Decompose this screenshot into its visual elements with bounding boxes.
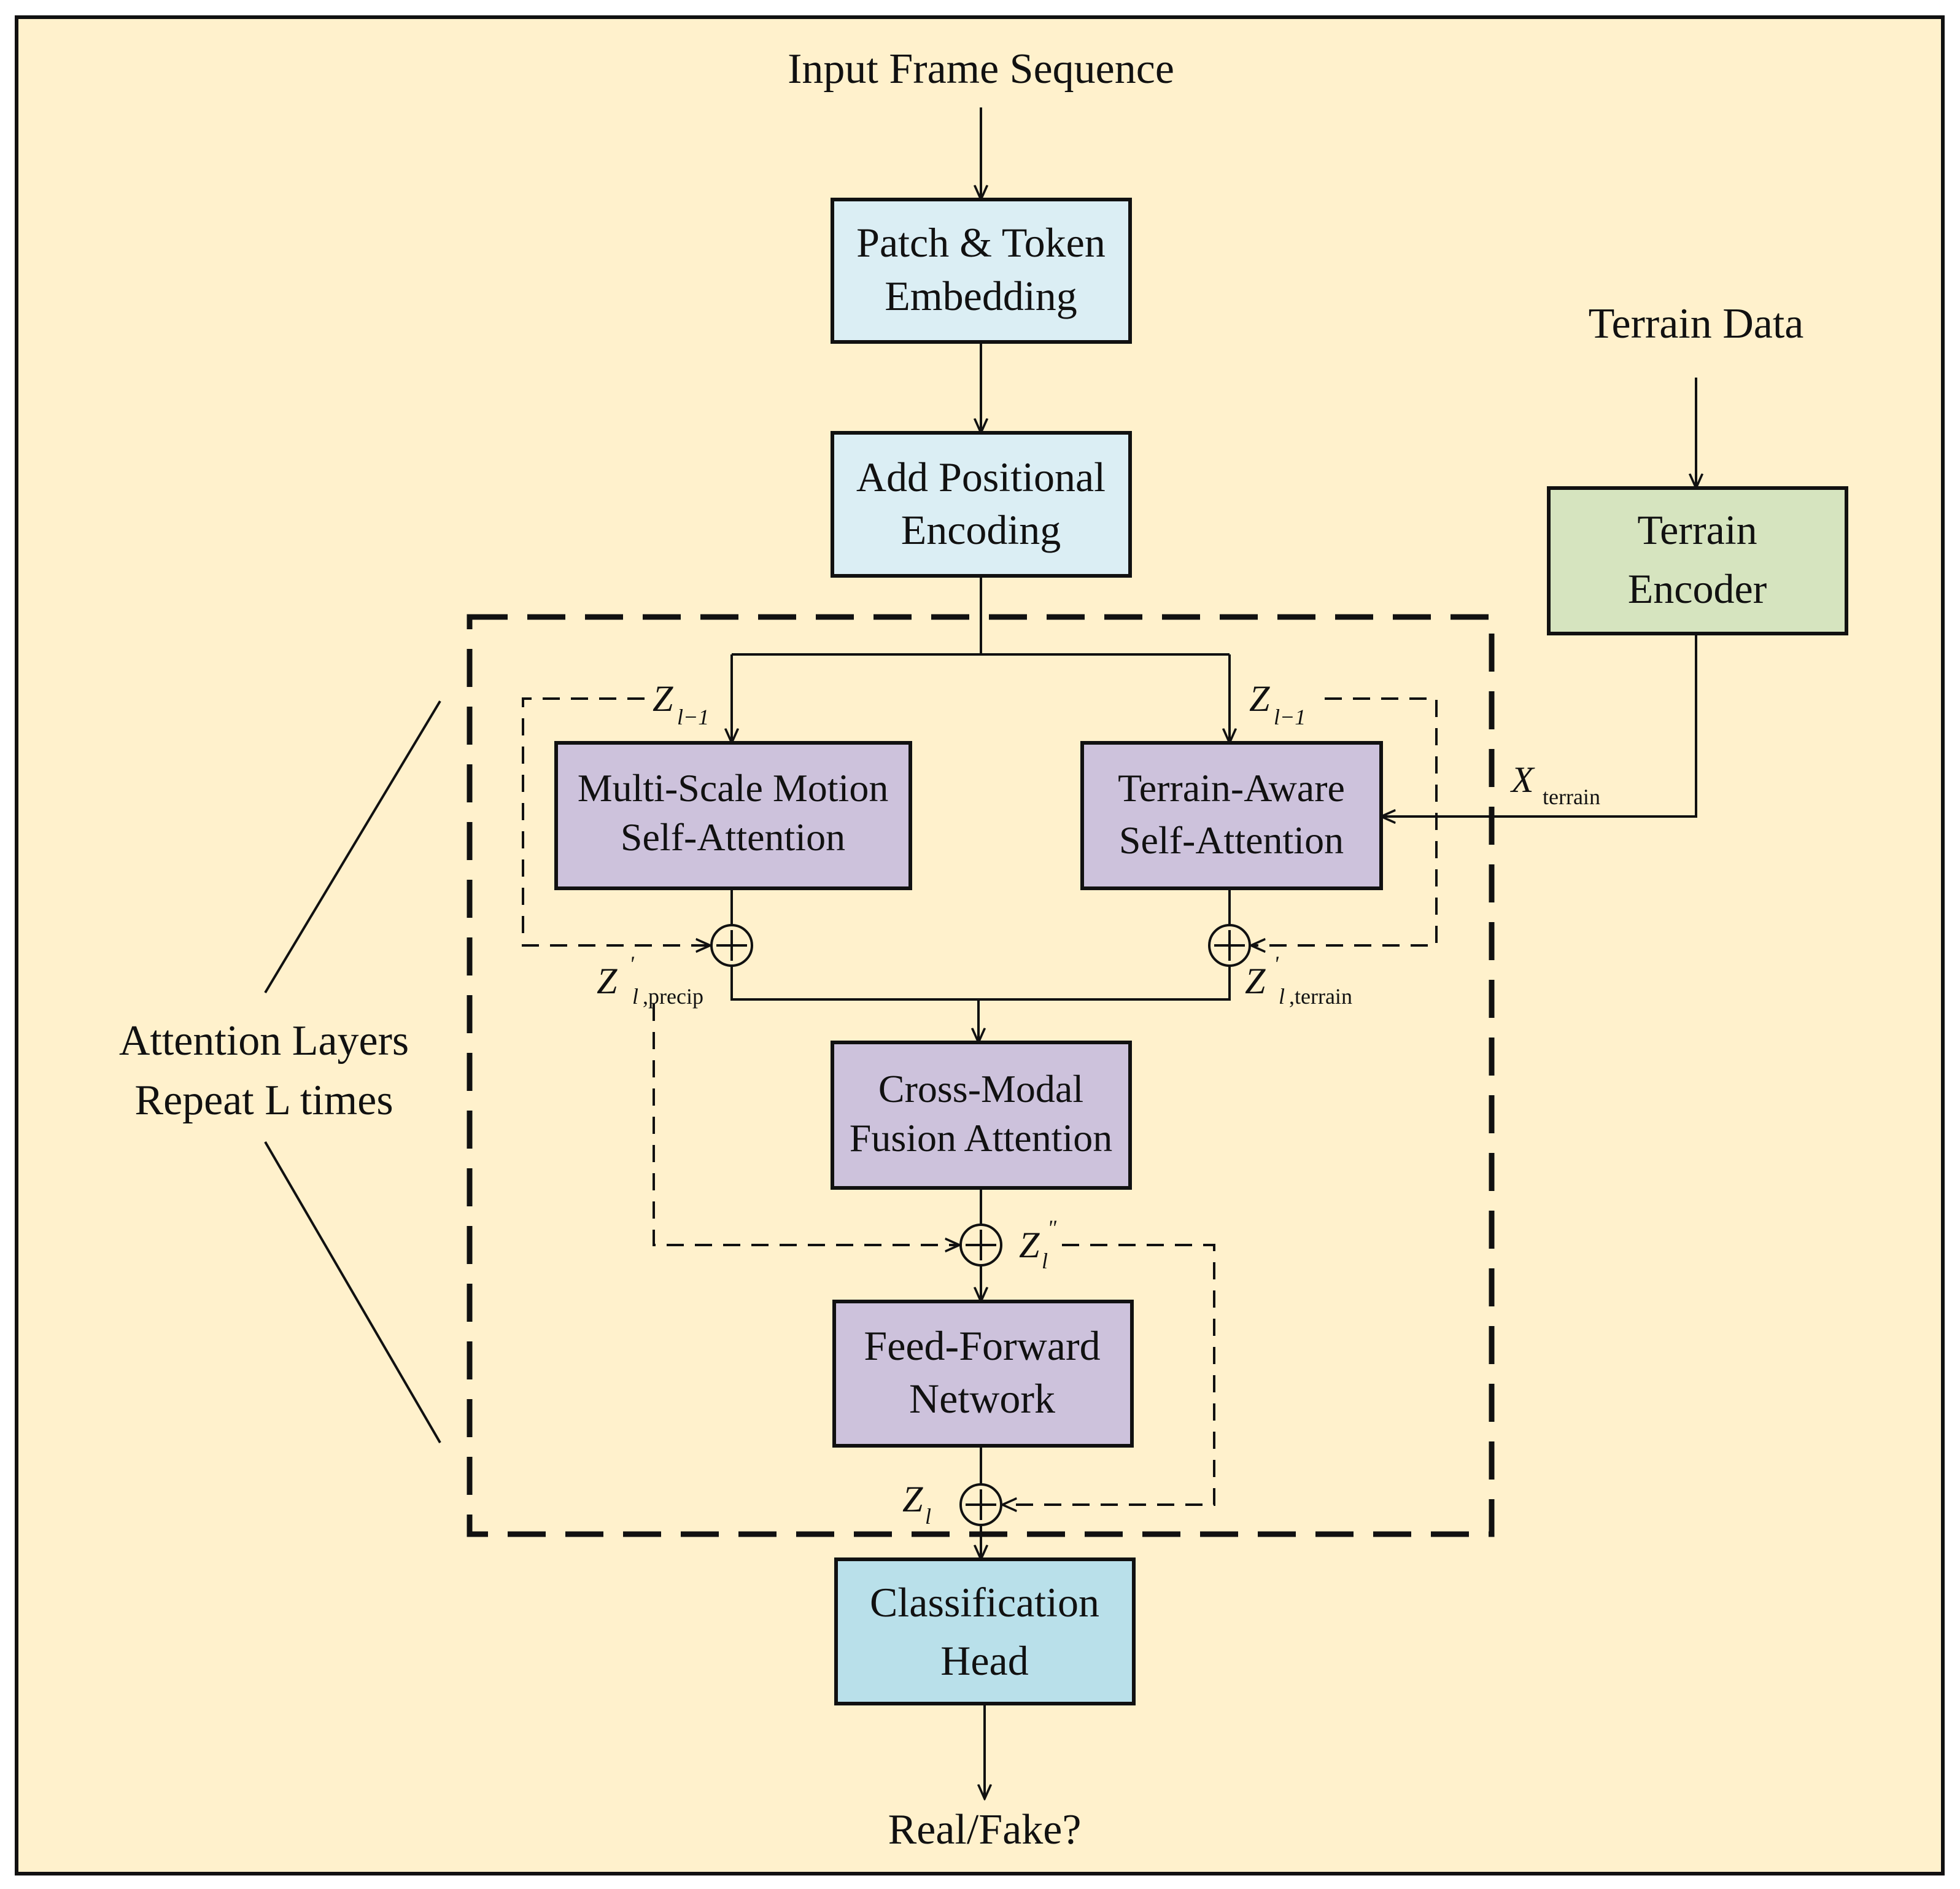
z-precip-label: Z ' l ,precip bbox=[597, 952, 703, 1009]
svg-text:l: l bbox=[632, 984, 638, 1009]
classification-head-box: Classification Head bbox=[834, 1557, 1136, 1705]
svg-text:l−1: l−1 bbox=[677, 705, 709, 729]
terrain-aware-attention-box: Terrain-Aware Self-Attention bbox=[1080, 741, 1383, 890]
ta-line-2: Self-Attention bbox=[1119, 818, 1344, 862]
z-prev-left-label: Z l−1 bbox=[653, 678, 709, 729]
terrain-data-label: Terrain Data bbox=[1589, 300, 1804, 347]
svg-text:X: X bbox=[1510, 759, 1535, 800]
msm-line-2: Self-Attention bbox=[621, 815, 845, 859]
x-terrain-label: X terrain bbox=[1510, 759, 1600, 809]
svg-text:l−1: l−1 bbox=[1274, 705, 1306, 729]
feed-forward-network-box: Feed-Forward Network bbox=[832, 1300, 1134, 1448]
z-prev-right-label: Z l−1 bbox=[1249, 678, 1306, 729]
pos-enc-line-2: Encoding bbox=[901, 506, 1061, 553]
svg-text:,precip: ,precip bbox=[643, 984, 703, 1009]
sum-node-fusion bbox=[959, 1224, 1002, 1266]
output-label: Real/Fake? bbox=[888, 1806, 1082, 1853]
svg-text:Z: Z bbox=[597, 961, 618, 1001]
msm-line-1: Multi-Scale Motion bbox=[578, 766, 889, 810]
svg-text:l: l bbox=[1042, 1249, 1048, 1273]
terrain-encoder-box: Terrain Encoder bbox=[1547, 486, 1848, 635]
fusion-line-1: Cross-Modal bbox=[878, 1067, 1083, 1111]
positional-encoding-box: Add Positional Encoding bbox=[831, 431, 1132, 578]
input-label: Input Frame Sequence bbox=[788, 45, 1174, 93]
sum-node-terrain bbox=[1208, 924, 1251, 967]
cross-modal-fusion-box: Cross-Modal Fusion Attention bbox=[831, 1041, 1132, 1190]
sum-node-precip bbox=[710, 924, 753, 967]
svg-text:": " bbox=[1047, 1216, 1057, 1240]
connectors bbox=[264, 107, 1696, 1799]
svg-text:': ' bbox=[629, 952, 635, 976]
residual-connections bbox=[522, 697, 1438, 1505]
svg-text:Z: Z bbox=[1249, 678, 1270, 719]
repeat-label-line-1: Attention Layers bbox=[119, 1017, 409, 1065]
terrain-encoder-line-1: Terrain bbox=[1637, 506, 1757, 553]
patch-embed-line-2: Embedding bbox=[885, 273, 1077, 319]
patch-embed-line-1: Patch & Token bbox=[856, 219, 1106, 266]
head-line-1: Classification bbox=[870, 1579, 1099, 1626]
terrain-encoder-line-2: Encoder bbox=[1628, 565, 1767, 612]
ffn-line-1: Feed-Forward bbox=[864, 1322, 1100, 1369]
ffn-line-2: Network bbox=[909, 1375, 1055, 1422]
multi-scale-motion-attention-box: Multi-Scale Motion Self-Attention bbox=[554, 741, 912, 890]
patch-token-embedding-box: Patch & Token Embedding bbox=[831, 198, 1132, 344]
svg-text:l: l bbox=[1279, 984, 1285, 1009]
svg-text:,terrain: ,terrain bbox=[1289, 984, 1352, 1009]
fusion-line-2: Fusion Attention bbox=[850, 1116, 1113, 1160]
svg-text:terrain: terrain bbox=[1543, 785, 1600, 809]
svg-text:Z: Z bbox=[653, 678, 673, 719]
svg-text:': ' bbox=[1274, 952, 1279, 976]
svg-text:l: l bbox=[925, 1504, 931, 1529]
svg-text:Z: Z bbox=[1019, 1225, 1040, 1265]
svg-text:Z: Z bbox=[902, 1479, 923, 1519]
svg-text:Z: Z bbox=[1245, 961, 1266, 1001]
repeat-label-line-2: Repeat L times bbox=[134, 1077, 393, 1124]
sum-node-output bbox=[959, 1483, 1002, 1526]
z-terrain-label: Z ' l ,terrain bbox=[1245, 952, 1352, 1009]
ta-line-1: Terrain-Aware bbox=[1118, 766, 1345, 810]
head-line-2: Head bbox=[940, 1637, 1028, 1684]
z-output-label: Z l bbox=[902, 1479, 931, 1529]
z-double-prime-label: Z " l bbox=[1019, 1216, 1057, 1273]
pos-enc-line-1: Add Positional bbox=[856, 454, 1106, 500]
